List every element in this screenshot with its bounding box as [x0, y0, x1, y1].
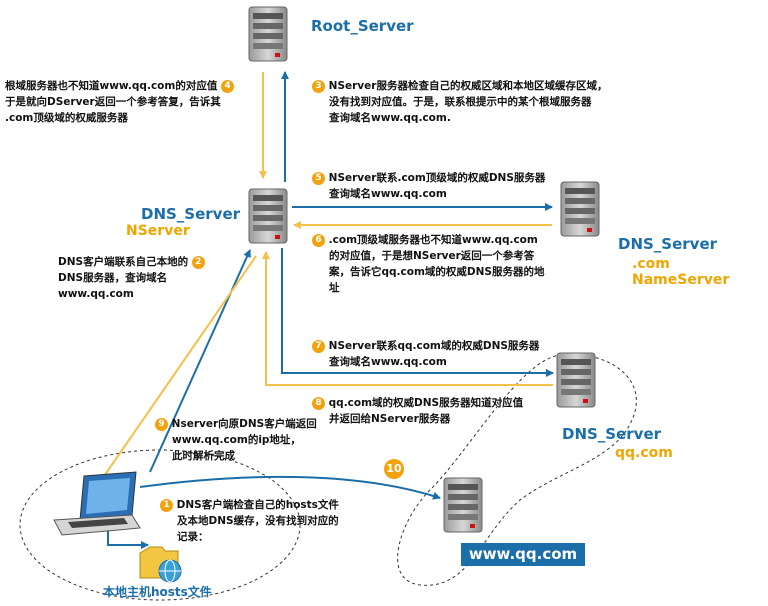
step-6-badge: 6 [312, 233, 325, 247]
step-4-line-2: 于是就向DServer返回一个参考答复，告诉其 [5, 96, 221, 108]
com-server-title: DNS_Server [618, 235, 718, 253]
nserver-server-icon [248, 188, 288, 244]
arrow-step2 [149, 249, 251, 473]
step-1-line-2: 及本地DNS缓存，没有找到对应的 [177, 515, 339, 527]
step-2-badge: 2 [191, 255, 205, 269]
step-6-line-4: 址 [329, 282, 340, 294]
step-10: 10 [384, 458, 404, 479]
step-4-badge: 4 [220, 79, 234, 93]
step-5-line-1: NServer联系.com顶级域的权威DNS服务器 [328, 172, 546, 184]
arrow-step10 [139, 475, 441, 500]
step-9-badge: 9 [155, 417, 168, 431]
step-1-line-3: 记录： [177, 531, 209, 543]
step-6-line-1: .com顶级域服务器也不知道www.qq.com [328, 234, 538, 246]
step-2-line-2: DNS服务器，查询域名 [58, 272, 168, 284]
www-server-icon [443, 477, 483, 533]
step-4-line-1: 根域服务器也不知道www.qq.com的对应值 [5, 80, 218, 92]
arrow-step7 [281, 248, 554, 377]
step-9-line-2: www.qq.com的ip地址， [172, 434, 301, 446]
www-server-label: www.qq.com [461, 543, 585, 566]
step-7-line-2: 查询域名www.qq.com [329, 356, 447, 368]
step-4-text: 根域服务器也不知道www.qq.com的对应值 4 于是就向DServer返回一… [5, 78, 234, 126]
step-6-line-3: 案，告诉它qq.com域的权威DNS服务器的地 [329, 266, 545, 278]
qq-server-title: DNS_Server [562, 425, 662, 443]
com-server-icon [560, 181, 600, 237]
qq-server-icon [556, 352, 596, 408]
nserver-subtitle: NServer [126, 223, 190, 239]
qq-server-subtitle: qq.com [615, 445, 673, 461]
root-server-icon [248, 6, 288, 62]
step-2-text: DNS客户端联系自己本地的 2 DNS服务器，查询域名 www.qq.com [58, 254, 205, 302]
folder-globe-icon [139, 546, 182, 583]
arrow-step8 [262, 251, 553, 386]
step-3-badge: 3 [312, 79, 325, 93]
step-10-badge: 10 [384, 458, 404, 479]
nserver-title: DNS_Server [141, 205, 241, 223]
step-6-text: 6 .com顶级域服务器也不知道www.qq.com 的对应值，于是想NServ… [312, 232, 544, 296]
laptop-icon [53, 471, 141, 536]
step-7-badge: 7 [312, 339, 325, 353]
step-1-text: 1 DNS客户端检查自己的hosts文件 及本地DNS缓存，没有找到对应的 记录… [160, 497, 339, 545]
step-3-line-2: 没有找到对应值。于是，联系根提示中的某个根域服务器 [329, 96, 592, 108]
step-8-line-1: qq.com域的权威DNS服务器知道对应值 [328, 397, 524, 409]
step-5-line-2: 查询域名www.qq.com [329, 188, 447, 200]
step-8-line-2: 并返回给NServer服务器 [329, 413, 451, 425]
arrow-step9 [99, 255, 257, 483]
step-7-text: 7 NServer联系qq.com域的权威DNS服务器 查询域名www.qq.c… [312, 338, 539, 370]
step-6-line-2: 的对应值，于是想NServer返回一个参考答 [329, 250, 535, 262]
step-1-line-1: DNS客户端检查自己的hosts文件 [176, 499, 339, 511]
step-9-line-1: Nserver向原DNS客户端返回 [171, 418, 317, 430]
root-server-title: Root_Server [311, 17, 414, 35]
step-3-line-1: NServer服务器检查自己的权威区域和本地区域缓存区域， [328, 80, 608, 92]
step-2-line-3: www.qq.com [58, 288, 134, 300]
step-9-line-3: 此时解析完成 [172, 450, 235, 462]
step-5-badge: 5 [312, 171, 325, 185]
hosts-file-label: 本地主机hosts文件 [103, 585, 212, 599]
step-3-text: 3 NServer服务器检查自己的权威区域和本地区域缓存区域， 没有找到对应值。… [312, 78, 607, 126]
step-9-text: 9 Nserver向原DNS客户端返回 www.qq.com的ip地址， 此时解… [155, 416, 317, 464]
step-4-line-3: .com顶级域的权威服务器 [5, 112, 128, 124]
com-server-subtitle: .com NameServer [632, 256, 730, 288]
step-2-line-1: DNS客户端联系自己本地的 [58, 256, 189, 268]
step-8-badge: 8 [312, 396, 325, 410]
step-7-line-1: NServer联系qq.com域的权威DNS服务器 [328, 340, 540, 352]
step-5-text: 5 NServer联系.com顶级域的权威DNS服务器 查询域名www.qq.c… [312, 170, 545, 202]
step-1-badge: 1 [160, 498, 173, 512]
step-3-line-3: 查询域名www.qq.com. [329, 112, 451, 124]
step-8-text: 8 qq.com域的权威DNS服务器知道对应值 并返回给NServer服务器 [312, 395, 523, 427]
